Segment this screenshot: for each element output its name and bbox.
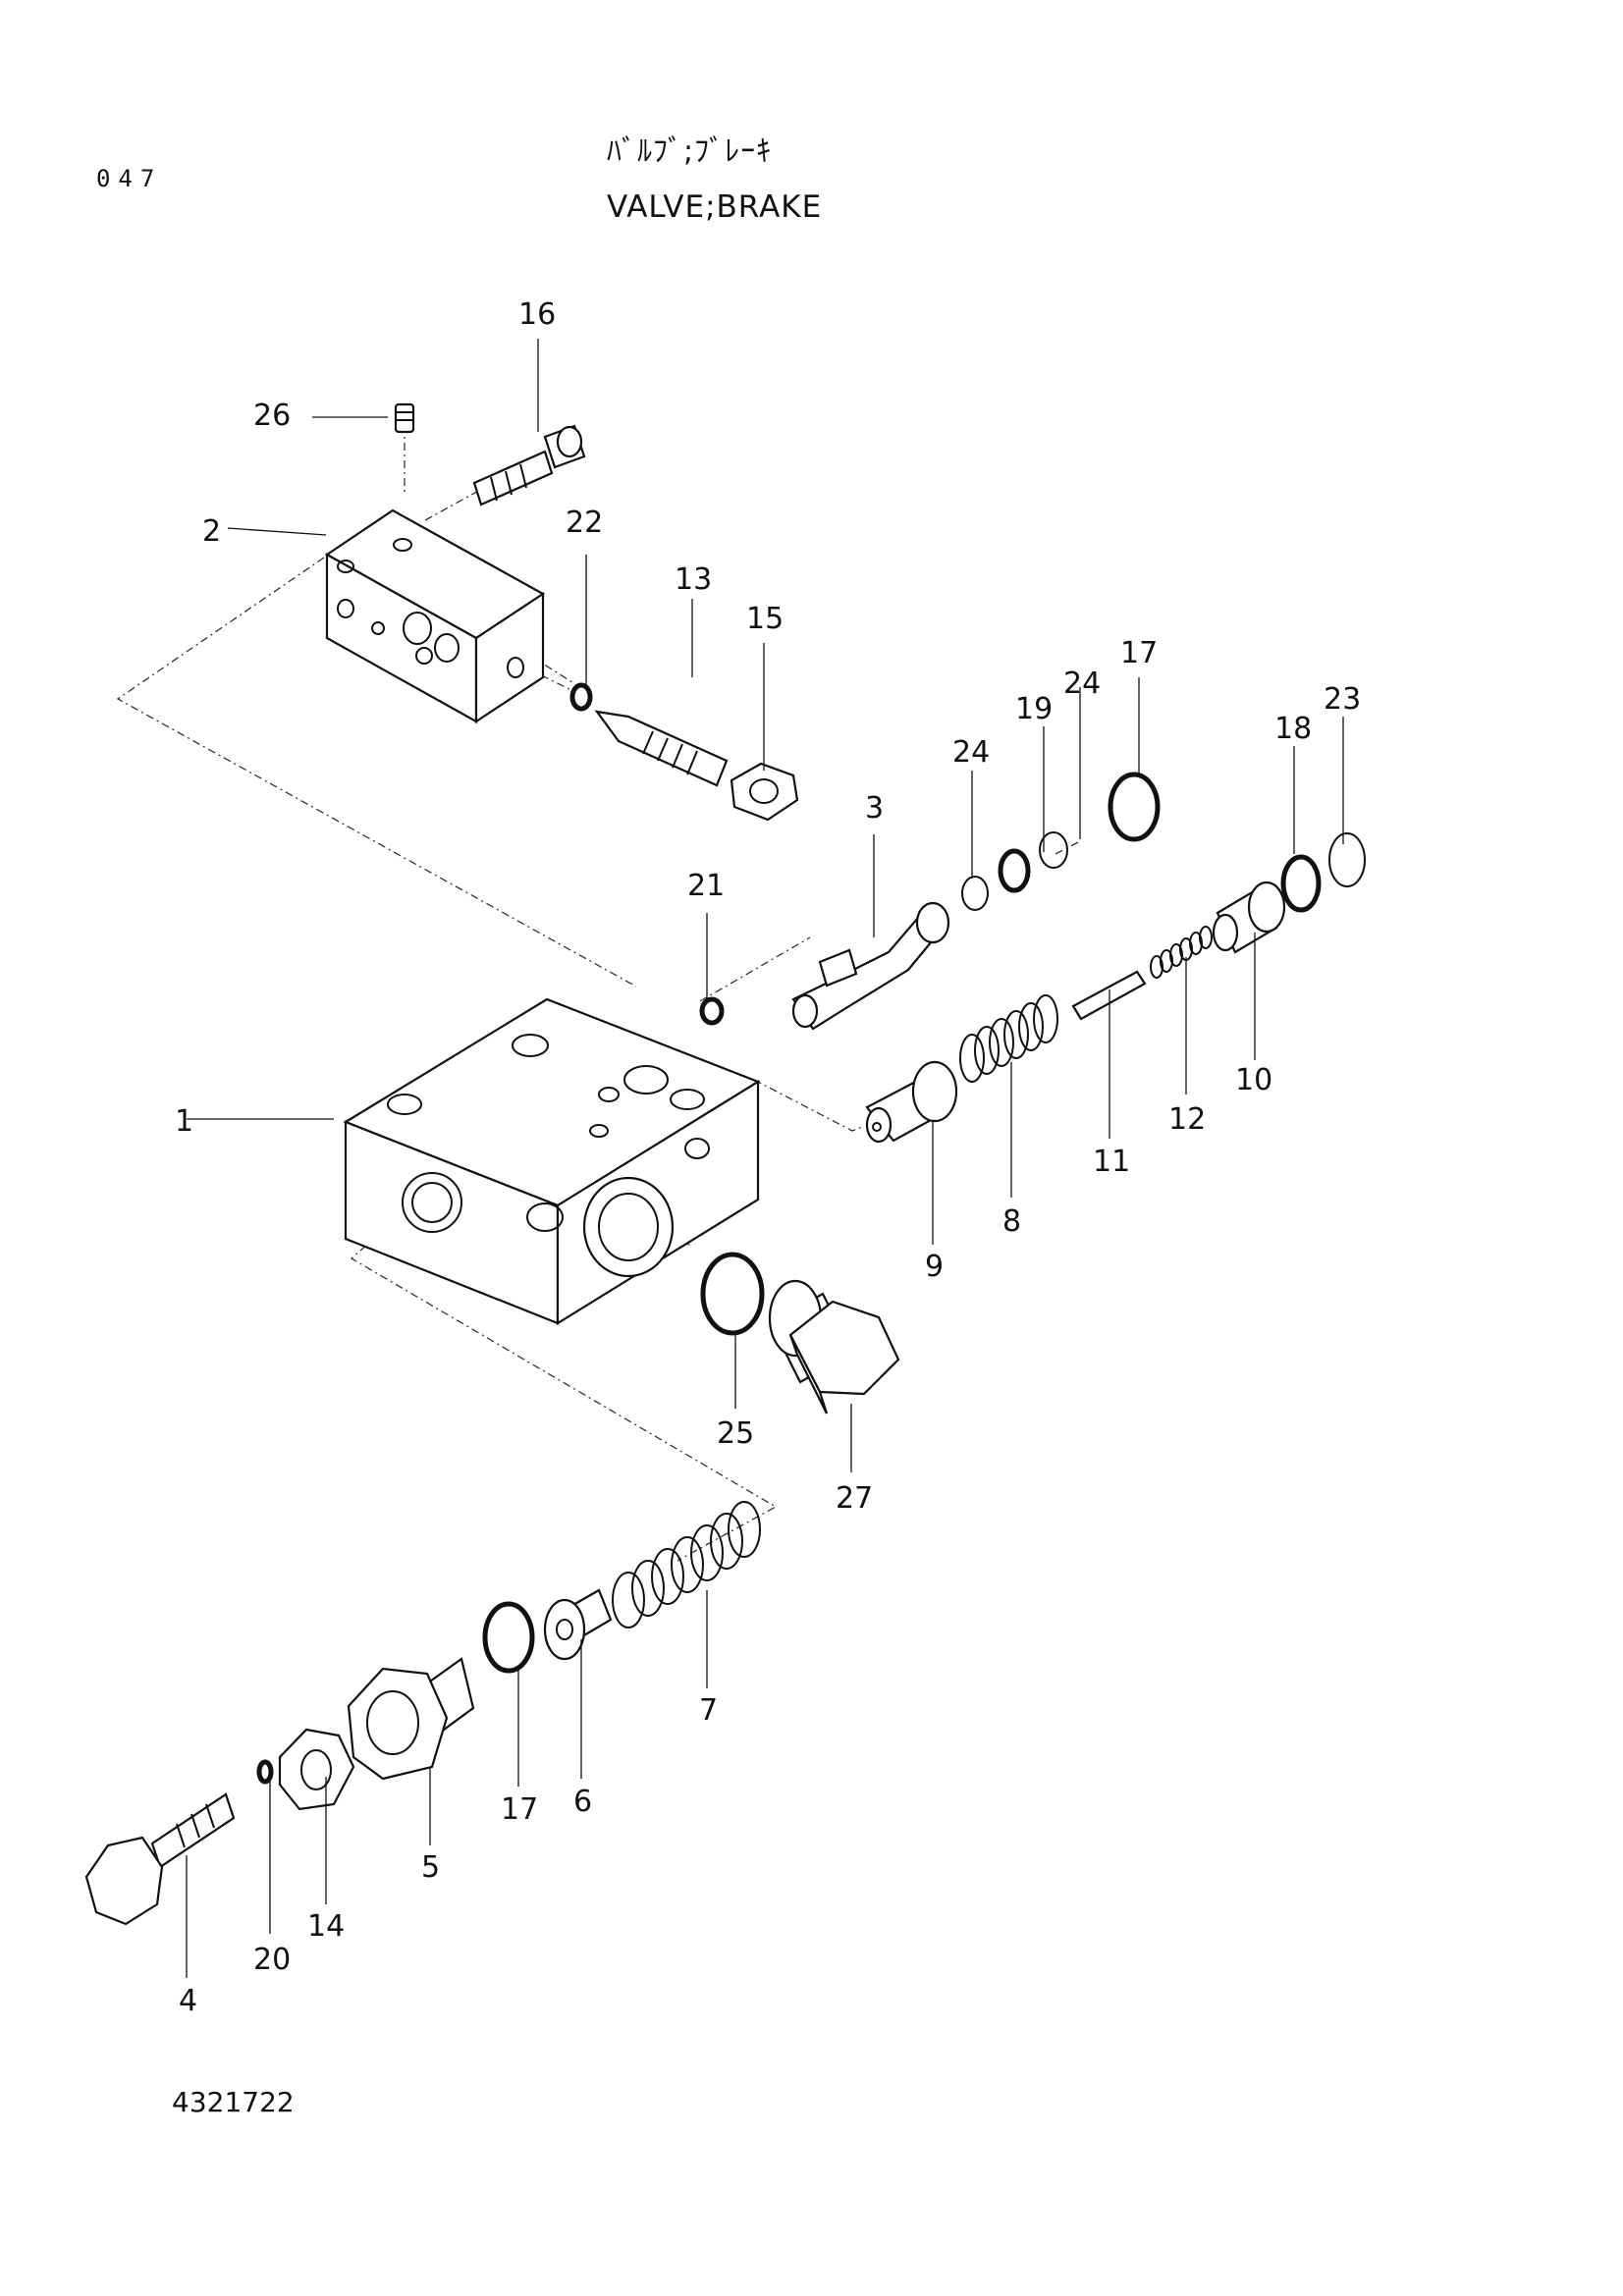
set-screw — [394, 402, 415, 434]
spring-lower — [612, 1501, 761, 1629]
callout-10: 10 — [1235, 1063, 1272, 1097]
o-ring-22 — [569, 682, 593, 712]
snap-ring-24a — [961, 876, 989, 911]
callout-13: 13 — [675, 562, 712, 597]
spring-large — [959, 994, 1058, 1083]
snap-ring-23 — [1328, 832, 1366, 887]
upper-block — [324, 508, 546, 724]
callout-9: 9 — [925, 1250, 944, 1284]
rings — [256, 682, 1366, 1785]
callout-12: 12 — [1168, 1102, 1206, 1137]
callout-24-left: 24 — [952, 735, 990, 770]
callout-19: 19 — [1015, 692, 1053, 726]
callout-22: 22 — [566, 506, 603, 540]
valve-body — [343, 997, 761, 1325]
callout-25: 25 — [717, 1416, 754, 1451]
spool — [791, 901, 950, 1031]
callout-2: 2 — [202, 514, 221, 549]
callout-11: 11 — [1093, 1145, 1130, 1179]
o-ring-17-upper — [1108, 772, 1161, 842]
socket-cap-screw — [472, 424, 586, 507]
assembly-lines — [116, 407, 1081, 1562]
o-ring-17-lower — [482, 1601, 535, 1674]
hex-plug — [768, 1279, 900, 1415]
callout-23: 23 — [1324, 682, 1361, 717]
drawing-number: 4321722 — [172, 2086, 295, 2118]
callout-3: 3 — [865, 791, 884, 826]
hex-bolt — [84, 1792, 236, 1926]
callout-labels: 1 2 3 4 5 6 7 8 9 10 11 12 13 14 15 16 1… — [175, 297, 1361, 2018]
callout-6: 6 — [573, 1785, 592, 1819]
callout-15: 15 — [746, 602, 784, 636]
callout-16: 16 — [518, 297, 556, 332]
callout-26: 26 — [253, 399, 291, 433]
piston — [865, 1060, 958, 1144]
diagram-title-japanese: ﾊﾞﾙﾌﾞ;ﾌﾞﾚｰｷ — [607, 134, 773, 169]
callout-17-lower: 17 — [501, 1792, 538, 1827]
callout-4: 4 — [179, 1984, 197, 2018]
callout-20: 20 — [253, 1943, 291, 1977]
snap-ring-24b — [1039, 831, 1068, 869]
callout-24-right: 24 — [1063, 667, 1101, 701]
callout-27: 27 — [836, 1481, 873, 1516]
callout-8: 8 — [1002, 1204, 1021, 1239]
o-ring-19 — [998, 848, 1031, 893]
o-ring-21 — [699, 996, 725, 1026]
callout-14: 14 — [307, 1909, 345, 1944]
hex-adapter — [347, 1657, 475, 1781]
o-ring-18 — [1280, 854, 1322, 913]
spring-small — [1150, 926, 1213, 979]
hex-nut — [730, 762, 799, 822]
leader-lines — [186, 339, 1344, 1978]
callout-5: 5 — [421, 1850, 440, 1885]
page-number: 047 — [96, 165, 163, 192]
callout-18: 18 — [1274, 712, 1312, 746]
spring-seat — [543, 1588, 613, 1661]
o-ring-20 — [256, 1759, 274, 1785]
o-ring-25 — [700, 1252, 765, 1336]
diagram-title: VALVE;BRAKE — [607, 189, 823, 225]
callout-21: 21 — [687, 869, 725, 903]
plug-small — [1212, 881, 1286, 954]
hex-nut-lower — [278, 1728, 355, 1811]
callout-1: 1 — [175, 1104, 193, 1139]
callout-17-upper: 17 — [1120, 636, 1158, 670]
adjuster-needle — [594, 710, 729, 787]
callout-7: 7 — [699, 1693, 718, 1728]
